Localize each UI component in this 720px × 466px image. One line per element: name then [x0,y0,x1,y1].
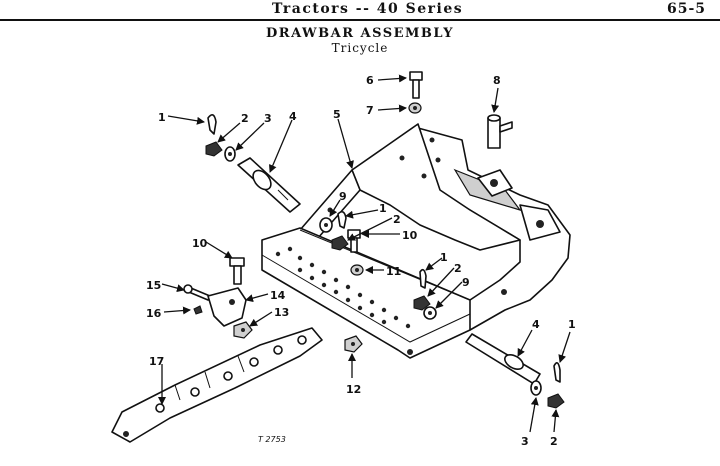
callout-1: 1 [440,251,448,264]
callout-9: 9 [339,190,347,203]
pivot-pin-upper [237,157,301,213]
callout-11: 11 [386,265,401,278]
callout-3: 3 [264,112,272,125]
figure-subtitle: Tricycle [331,41,389,55]
callout-2: 2 [454,262,462,275]
drawbar-support-frame [261,123,571,359]
section-title: Tractors -- 40 Series [272,1,464,17]
callout-9: 9 [462,276,470,289]
drawbar [111,327,323,443]
callout-8: 8 [493,74,501,87]
callout-15: 15 [146,279,161,292]
callout-1: 1 [568,318,576,331]
pivot-pin-lower [465,333,541,385]
hardware-parts [183,71,565,409]
callout-2: 2 [550,435,558,448]
callout-2: 2 [241,112,249,125]
callout-1: 1 [158,111,166,124]
callout-labels: 1 2 3 4 5 6 7 8 9 1 2 10 10 11 1 2 9 15 … [146,74,576,448]
callout-1: 1 [379,202,387,215]
callout-2: 2 [393,213,401,226]
figure-title: DRAWBAR ASSEMBLY [266,26,454,41]
callout-5: 5 [333,108,341,121]
callout-17: 17 [149,355,164,368]
callout-16: 16 [146,307,162,320]
callout-6: 6 [366,74,374,87]
callout-4: 4 [532,318,540,331]
header-rule [0,19,720,21]
callout-14: 14 [270,289,286,302]
callout-10: 10 [192,237,208,250]
figure-code: T 2753 [258,435,286,444]
callout-12: 12 [346,383,361,396]
callout-7: 7 [366,104,374,117]
page-header: Tractors -- 40 Series 65-5 [0,0,720,21]
leader-lines [158,74,571,433]
page-number: 65-5 [667,1,707,17]
callout-13: 13 [274,306,289,319]
callout-4: 4 [289,110,297,123]
callout-3: 3 [521,435,529,448]
callout-10: 10 [402,229,418,242]
